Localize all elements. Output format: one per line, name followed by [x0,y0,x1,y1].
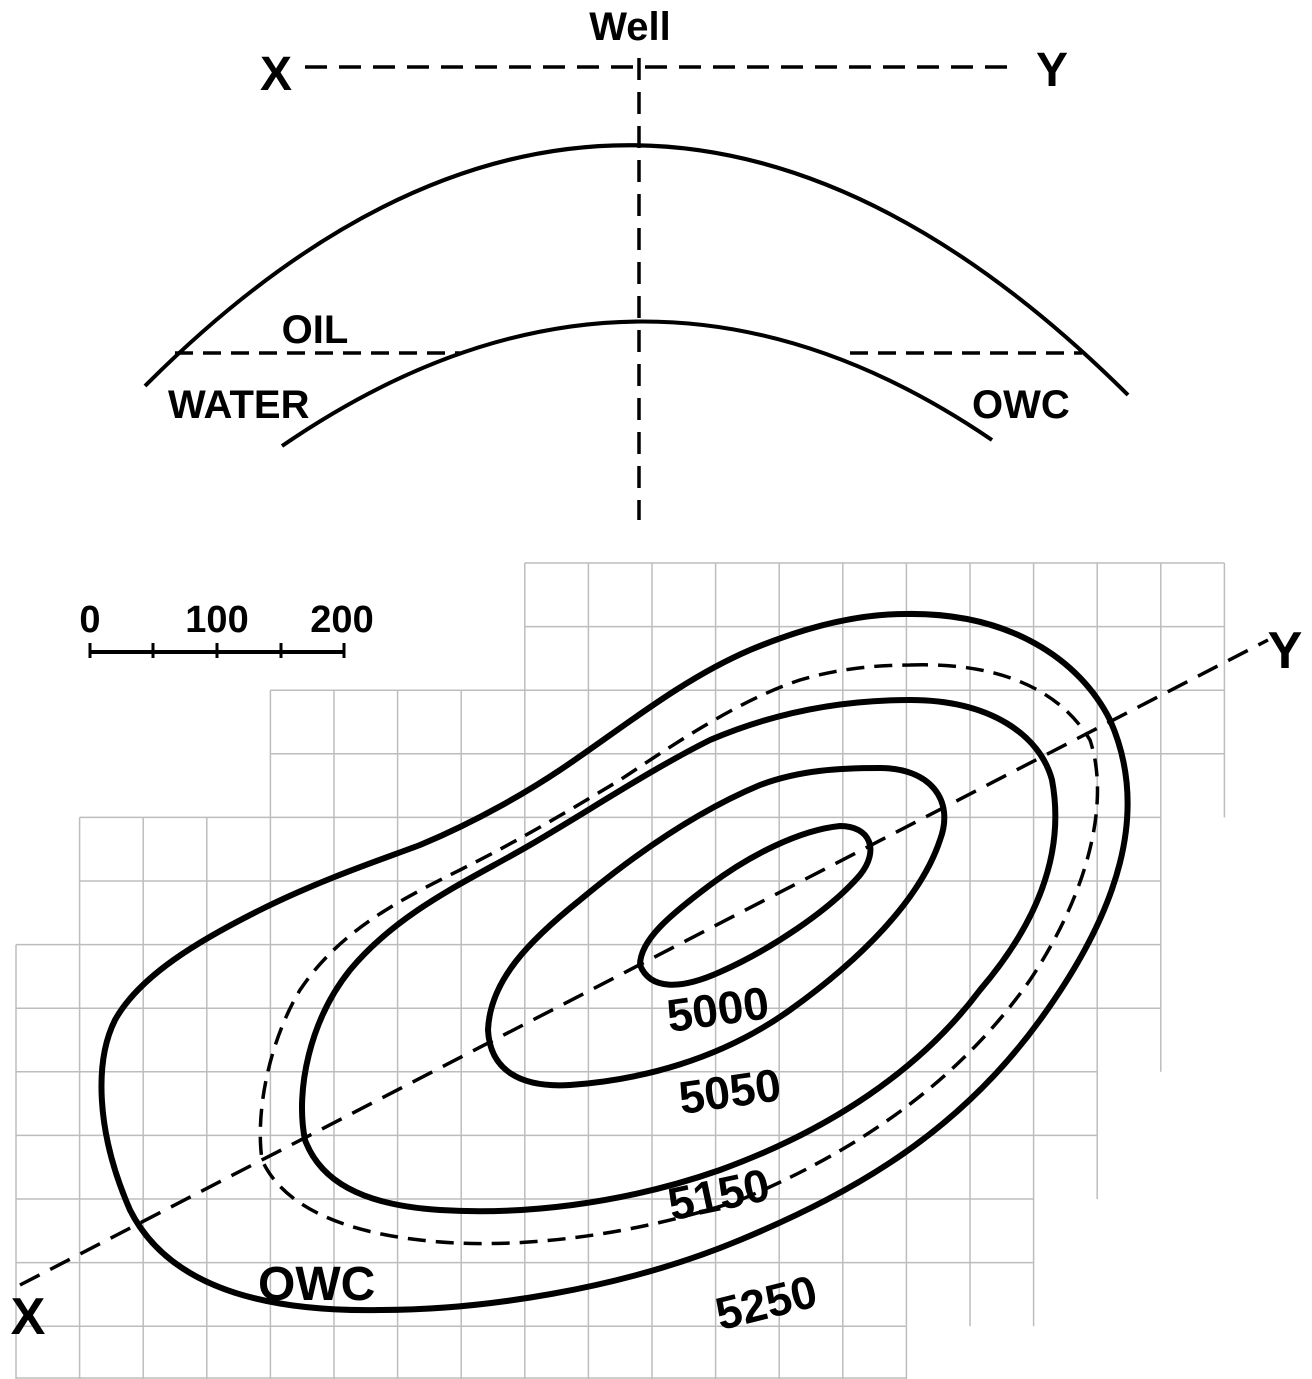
contour-owc [258,663,1100,1246]
contour-5150 [299,697,1059,1215]
contour-5250 [98,610,1131,1314]
contour-label-5250: 5250 [710,1265,822,1340]
owc-label-section: OWC [972,383,1070,427]
section-x-label: X [260,48,292,101]
map-grid [15,562,1226,1379]
scale-label-100: 100 [185,599,248,641]
owc-label-map: OWC [258,1258,375,1311]
section-y-label: Y [1036,44,1068,97]
oil-label: OIL [282,308,349,352]
map-section-line-x-y [19,638,1269,1287]
contours [19,610,1269,1314]
water-label: WATER [168,383,310,427]
contour-5000 [637,823,874,988]
scale-bar: 0 100 200 [79,599,374,658]
contour-label-5150: 5150 [663,1158,774,1230]
reservoir-base-surface [280,319,994,448]
scale-label-200: 200 [310,599,373,641]
scale-label-0: 0 [79,599,100,641]
contour-label-5050: 5050 [675,1058,784,1124]
reservoir-top-surface [143,143,1130,397]
well-label: Well [589,5,671,49]
cross-section: Well X Y OIL WATER OWC [143,5,1130,520]
map-x-label: X [11,1288,46,1346]
contour-5050 [485,765,948,1089]
map-y-label: Y [1268,622,1303,680]
